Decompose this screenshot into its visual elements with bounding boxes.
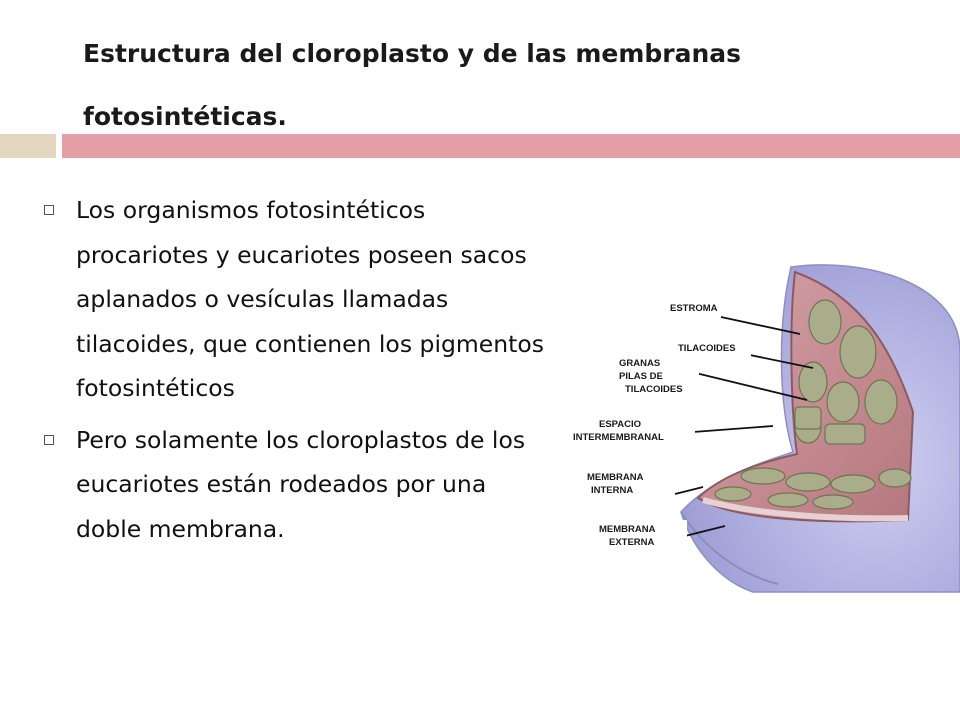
label-pilas-de: PILAS DE	[619, 371, 663, 382]
label-membrana-externa-1: MEMBRANA	[599, 524, 656, 535]
bullet-item: Pero solamente los cloroplastos de los e…	[42, 418, 557, 552]
thylakoid-stacks	[714, 299, 912, 510]
square-bullet-icon	[44, 434, 54, 445]
title-accent-bar-right	[62, 134, 960, 158]
label-intermembranal: INTERMEMBRANAL	[573, 432, 664, 443]
title-accent-bar-left	[0, 134, 56, 158]
chloroplast-illustration: ESTROMA TILACOIDES GRANAS PILAS DE TILAC…	[563, 262, 960, 596]
label-tilacoides: TILACOIDES	[678, 343, 736, 354]
chloroplast-diagram: ESTROMA TILACOIDES GRANAS PILAS DE TILAC…	[563, 262, 960, 596]
diagram-labels: ESTROMA TILACOIDES GRANAS PILAS DE TILAC…	[565, 298, 763, 552]
label-estroma: ESTROMA	[670, 303, 718, 314]
label-espacio: ESPACIO	[599, 419, 641, 430]
square-bullet-icon	[44, 205, 54, 215]
bullet-text: Pero solamente los cloroplastos de los e…	[76, 425, 526, 543]
slide-title: Estructura del cloroplasto y de las memb…	[83, 39, 742, 131]
label-granas-tilacoides: TILACOIDES	[625, 384, 683, 395]
label-granas: GRANAS	[619, 358, 660, 369]
bullet-item: Los organismos fotosintéticos procariote…	[42, 188, 557, 411]
bullet-text: Los organismos fotosintéticos procariote…	[76, 196, 544, 402]
label-membrana-externa-2: EXTERNA	[609, 537, 655, 548]
bullet-list: Los organismos fotosintéticos procariote…	[42, 188, 557, 551]
label-membrana-interna-1: MEMBRANA	[587, 472, 644, 483]
label-membrana-interna-2: INTERNA	[591, 485, 633, 496]
